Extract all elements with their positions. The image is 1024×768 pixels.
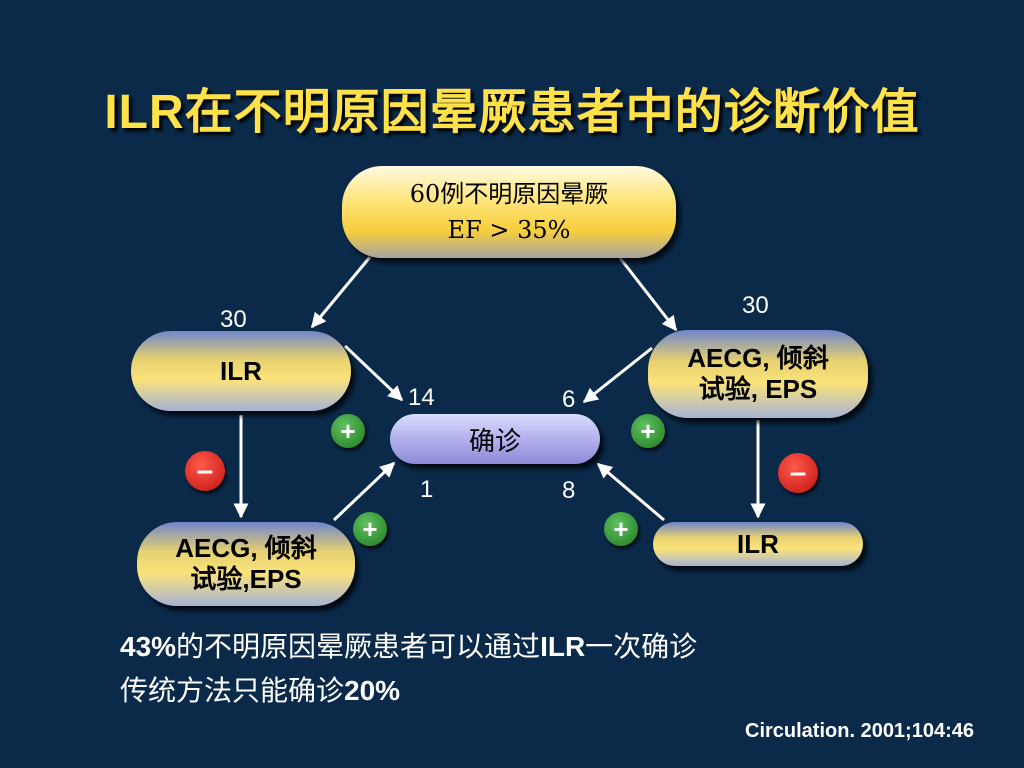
left-group-count: 30 <box>220 306 247 333</box>
arrow-aecg-to-confirmed <box>582 346 653 404</box>
citation: Circulation. 2001;104:46 <box>745 720 974 742</box>
right-bottom-box-ilr: ILR <box>653 522 863 566</box>
right-box-aecg: AECG, 倾斜 试验, EPS <box>648 330 868 418</box>
left-bottom-line2: 试验,EPS <box>190 564 302 594</box>
plus-badge-right-bottom: + <box>604 512 638 546</box>
left-box-label: ILR <box>220 355 262 386</box>
right-bottom-diagnosed-count: 8 <box>562 477 576 504</box>
right-group-count: 30 <box>742 292 769 319</box>
conclusion-text: 43%的不明原因晕厥患者可以通过ILR一次确诊 传统方法只能确诊20% <box>120 625 920 713</box>
minus-badge-right: – <box>778 453 818 493</box>
page-title: ILR在不明原因晕厥患者中的诊断价值 <box>104 86 920 139</box>
conclusion-line1: 43%的不明原因晕厥患者可以通过ILR一次确诊 <box>120 625 920 669</box>
arrow-rightbottom-to-confirmed <box>596 462 665 522</box>
top-box-syncope-cases: 60例不明原因晕厥 EF > 35% <box>342 166 676 258</box>
left-diagnosed-count: 14 <box>408 384 435 411</box>
right-box-line1: AECG, 倾斜 <box>687 343 829 373</box>
center-box-confirmed: 确诊 <box>390 414 600 464</box>
conclusion-pct-traditional: 20% <box>344 675 401 706</box>
conclusion-line2-text: 传统方法只能确诊 <box>120 674 345 707</box>
plus-badge-left-bottom: + <box>353 512 387 546</box>
minus-badge-left: – <box>185 451 225 491</box>
conclusion-line1-end: 一次确诊 <box>585 630 698 663</box>
left-box-ilr: ILR <box>131 331 351 411</box>
left-bottom-box-aecg: AECG, 倾斜 试验,EPS <box>137 522 355 606</box>
top-box-line2: EF > 35% <box>447 216 571 244</box>
center-box-label: 确诊 <box>468 426 521 457</box>
plus-badge-right: + <box>631 414 665 448</box>
arrow-leftbottom-to-confirmed <box>332 461 396 522</box>
conclusion-ilr: ILR <box>540 631 586 662</box>
right-diagnosed-count: 6 <box>562 386 576 413</box>
top-box-line1: 60例不明原因晕厥 <box>409 180 609 208</box>
arrow-top-to-aecg <box>618 257 678 332</box>
right-bottom-label: ILR <box>737 528 779 559</box>
arrow-top-to-ilr <box>310 256 372 329</box>
conclusion-line1-mid: 的不明原因晕厥患者可以通过 <box>176 630 541 663</box>
conclusion-line2: 传统方法只能确诊20% <box>120 669 920 713</box>
right-box-line2: 试验, EPS <box>698 374 818 404</box>
conclusion-pct-ilr: 43% <box>120 631 177 662</box>
arrow-ilr-to-confirmed <box>343 344 404 402</box>
left-bottom-diagnosed-count: 1 <box>420 476 434 503</box>
left-bottom-line1: AECG, 倾斜 <box>175 533 317 563</box>
plus-badge-left: + <box>331 414 365 448</box>
